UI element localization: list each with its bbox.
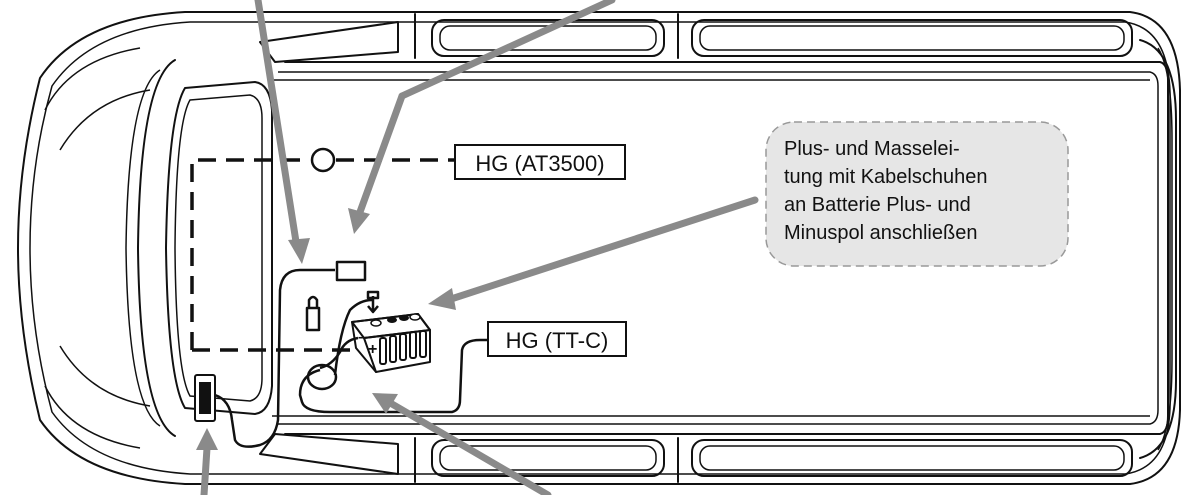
cable-loop-icon: [306, 363, 338, 391]
callout-line-2: tung mit Kabelschuhen: [784, 166, 987, 188]
hg-ttc-label-box: HG (TT-C): [487, 321, 627, 357]
battery-instruction-callout: Plus- und Masselei- tung mit Kabelschuhe…: [765, 121, 1069, 267]
pointer-arrows: [196, 0, 759, 495]
arrow-to-cable-loop: [388, 400, 552, 495]
front-unit-icon: [194, 374, 216, 422]
relay-icon: [335, 260, 367, 282]
callout-line-3: an Batterie Plus- und: [784, 194, 971, 216]
callout-line-1: Plus- und Masselei-: [784, 138, 960, 160]
arrow-to-battery: [444, 196, 759, 304]
svg-text:+: +: [368, 341, 377, 358]
arrow-to-fuse: [254, 0, 301, 252]
hg-at3500-label-box: HG (AT3500): [454, 144, 626, 180]
svg-text:–: –: [358, 329, 367, 346]
arrow-to-front-unit: [200, 444, 211, 495]
hg-at3500-label: HG (AT3500): [475, 151, 604, 176]
arrow-top-right: [398, 0, 616, 100]
arrow-to-relay: [356, 92, 406, 216]
vehicle-outline: [17, 11, 1181, 485]
inline-fuse-icon: [310, 147, 336, 173]
battery-icon: – +: [351, 290, 431, 373]
at3500-dashed-wire: [190, 147, 455, 352]
callout-line-4: Minuspol anschließen: [784, 222, 977, 244]
main-wire-harness: [214, 268, 488, 448]
hg-ttc-label: HG (TT-C): [506, 328, 609, 353]
fuse-holder-icon: [305, 295, 321, 332]
